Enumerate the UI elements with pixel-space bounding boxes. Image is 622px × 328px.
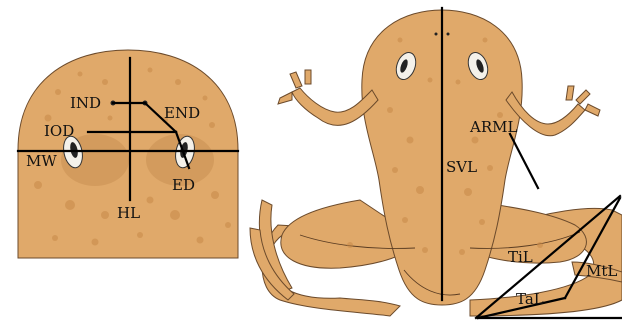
svl-label: SVL — [446, 158, 477, 176]
tal-label: TaL — [516, 290, 544, 308]
mtl-label: MtL — [586, 262, 617, 280]
arml-line — [510, 134, 538, 188]
hl-label: HL — [117, 204, 140, 222]
iod-label: IOD — [44, 122, 74, 140]
frog-head-dorsal-view: IND END IOD MW ED HL — [18, 50, 238, 258]
end-label: END — [164, 104, 200, 122]
ed-label: ED — [172, 176, 195, 194]
arml-label: ARML — [469, 118, 517, 136]
ind-label: IND — [70, 94, 101, 112]
mw-label: MW — [26, 152, 57, 170]
frog-body-dorsal-view: ARML SVL TiL MtL TaL — [250, 8, 622, 318]
til-label: TiL — [508, 248, 533, 266]
